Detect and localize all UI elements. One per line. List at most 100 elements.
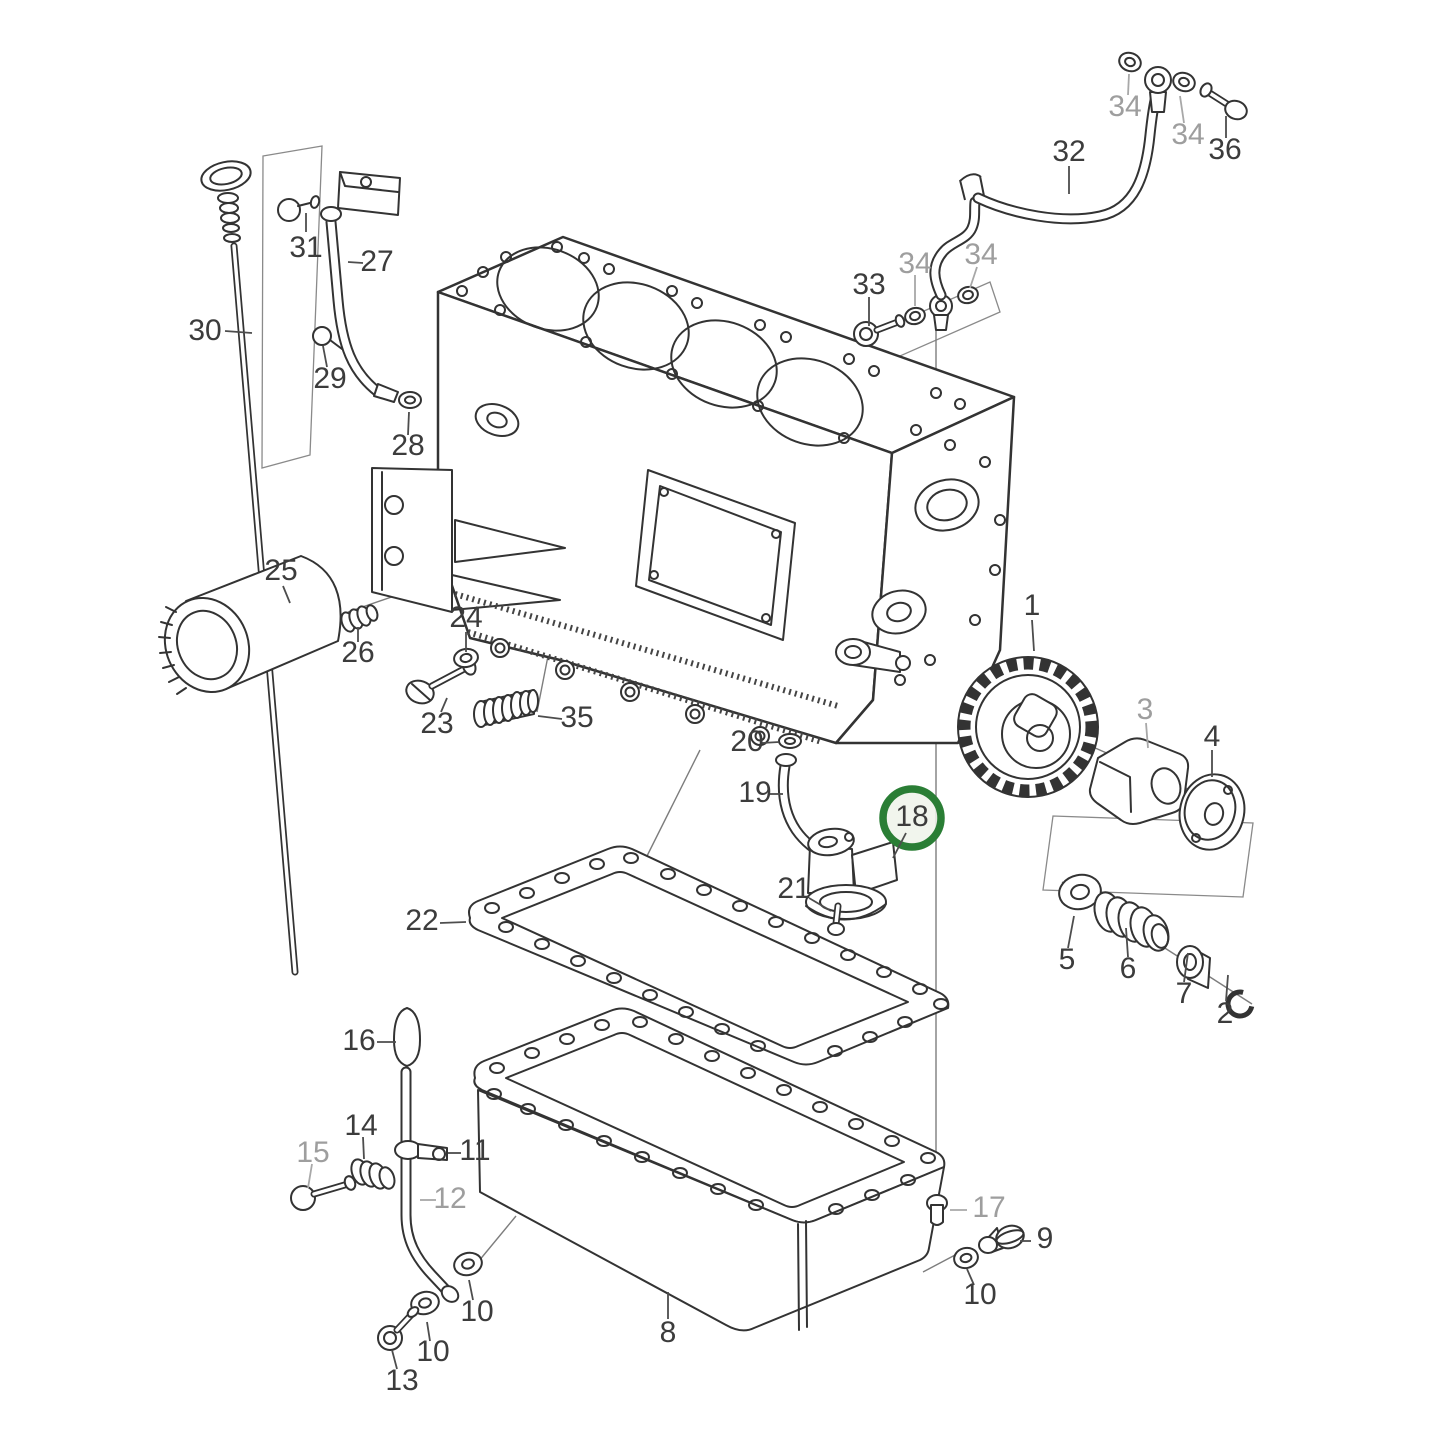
part-number-34-12: 34: [964, 238, 997, 271]
cylinder-bores: [496, 246, 864, 447]
part-number-5-20: 5: [1059, 943, 1076, 976]
part-number-19-25: 19: [738, 776, 771, 809]
snap-ring-2-drawing: [1225, 989, 1255, 1019]
bolt-13-drawing: [377, 1306, 420, 1351]
leader-line-6-21: [1125, 927, 1129, 958]
part-number-13-36: 13: [385, 1364, 418, 1397]
leader-line-3-18: [1145, 722, 1149, 749]
leader-line-23-8: [440, 697, 448, 713]
part-label-30-0: 30: [188, 314, 253, 347]
part-label-8-40: 8: [660, 1292, 677, 1349]
part-label-1-17: 1: [1024, 589, 1041, 652]
part-number-25-5: 25: [264, 554, 297, 587]
deck-bolt-holes: [456, 241, 966, 444]
part-label-13-36: 13: [385, 1349, 419, 1397]
drain-pipe-12-drawing: [400, 1066, 460, 1303]
part-number-1-17: 1: [1024, 589, 1041, 622]
part-number-34-15: 34: [1171, 118, 1204, 151]
plug-14-drawing: [350, 1158, 396, 1190]
crankshaft-nose: [835, 638, 911, 673]
leader-line-7-22: [1183, 952, 1189, 983]
part-label-27-2: 27: [347, 245, 394, 278]
drain-cap-16-drawing: [393, 1007, 421, 1067]
part-number-18-26: 18: [895, 800, 928, 833]
pipe-clamp-11-drawing: [394, 1140, 448, 1161]
part-number-7-22: 7: [1176, 977, 1193, 1010]
washer-28-drawing: [398, 391, 422, 409]
part-number-4-19: 4: [1204, 720, 1221, 753]
washer-20-drawing: [778, 733, 802, 749]
leader-line-22-28: [439, 921, 467, 924]
washer-24-drawing: [453, 647, 479, 669]
part-label-6-21: 6: [1120, 927, 1137, 985]
part-label-14-30: 14: [344, 1109, 378, 1160]
part-number-35-9: 35: [560, 701, 593, 734]
part-label-36-16: 36: [1208, 116, 1242, 166]
leader-line-10-34: [468, 1279, 474, 1301]
part-label-5-20: 5: [1059, 915, 1076, 976]
leader-line-29-3: [322, 345, 328, 368]
highlight-part-18: [879, 785, 945, 851]
leader-line-18-26: [892, 832, 907, 859]
part-number-6-21: 6: [1120, 952, 1137, 985]
part-label-10-35: 10: [416, 1321, 450, 1368]
gasket-holes: [484, 852, 949, 1057]
part-number-2-23: 2: [1217, 997, 1234, 1030]
part-number-34-14: 34: [1108, 90, 1141, 123]
guide-tube-drawing: [320, 206, 399, 403]
part-label-29-3: 29: [313, 345, 347, 395]
part-label-35-9: 35: [537, 701, 594, 734]
part-label-31-1: 31: [289, 213, 323, 264]
plug-35-drawing: [473, 689, 539, 728]
filter-nipple-drawing: [340, 604, 379, 633]
filter-knurl: [158, 606, 187, 695]
washer-34-lower-right-drawing: [957, 285, 979, 305]
part-label-34-15: 34: [1171, 95, 1205, 151]
part-label-16-29: 16: [342, 1024, 396, 1057]
part-number-26-6: 26: [341, 636, 374, 669]
pan-gasket-drawing: [468, 845, 950, 1066]
part-label-11-32: 11: [448, 1134, 491, 1167]
oil-pump-18-drawing: [805, 827, 898, 921]
side-cover-opening: [635, 469, 796, 641]
relief-valve-spring-6-drawing: [1093, 891, 1170, 952]
part-label-10-34: 10: [460, 1279, 494, 1328]
leader-line-20-24: [761, 741, 780, 744]
part-number-14-30: 14: [344, 1109, 377, 1142]
leader-line-34-14: [1127, 73, 1130, 96]
part-label-33-10: 33: [852, 268, 886, 326]
leader-line-34-15: [1179, 95, 1185, 124]
leader-line-35-9: [537, 715, 563, 720]
part-label-19-25: 19: [738, 776, 783, 809]
part-label-20-24: 20: [730, 725, 780, 758]
relief-valve-piston-7-drawing: [1176, 945, 1211, 989]
relief-valve-washer-5-drawing: [1058, 873, 1102, 911]
pump-cover-drawing: [1178, 773, 1246, 851]
leader-line-28-4: [407, 411, 410, 436]
highlight-ring-icon: [879, 785, 945, 851]
part-label-34-14: 34: [1108, 73, 1142, 123]
part-number-32-13: 32: [1052, 135, 1085, 168]
leader-line-2-23: [1225, 974, 1229, 1002]
part-label-24-7: 24: [449, 601, 483, 652]
oil-pan-drawing: [473, 1007, 946, 1332]
part-number-8-40: 8: [660, 1316, 677, 1349]
leader-line-15-31: [307, 1163, 313, 1189]
part-number-34-11: 34: [898, 247, 931, 280]
part-label-21-27: 21: [777, 872, 832, 912]
part-label-23-8: 23: [420, 697, 454, 740]
part-number-33-10: 33: [852, 268, 885, 301]
leader-line-10-35: [426, 1321, 431, 1342]
part-label-3-18: 3: [1137, 693, 1153, 749]
leader-line-27-2: [347, 261, 364, 264]
part-number-31-1: 31: [289, 231, 322, 264]
part-label-25-5: 25: [264, 554, 298, 604]
part-number-10-34: 10: [460, 1295, 493, 1328]
part-number-23-8: 23: [420, 707, 453, 740]
part-label-22-28: 22: [405, 904, 467, 937]
washer-10-right-drawing: [953, 1246, 979, 1270]
leader-line-34-12: [969, 266, 978, 289]
part-number-21-27: 21: [777, 872, 810, 905]
